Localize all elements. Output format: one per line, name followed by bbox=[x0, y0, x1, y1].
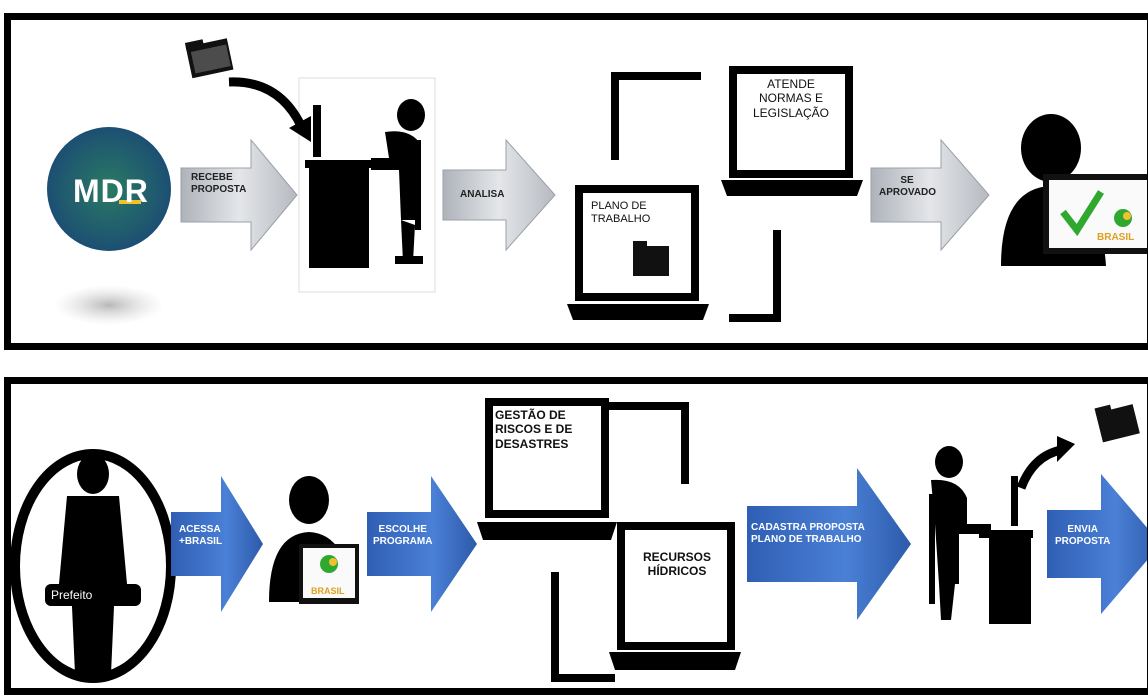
arrow-recebe-proposta bbox=[180, 138, 298, 252]
arrow-se-aprovado bbox=[870, 138, 990, 252]
screen-plano-text: PLANO DE TRABALHO bbox=[591, 200, 651, 226]
folder-icon bbox=[1094, 404, 1140, 443]
logo-shadow bbox=[54, 285, 164, 325]
arrow-recebe-proposta-label: RECEBE PROPOSTA bbox=[191, 172, 247, 195]
check-icon bbox=[1060, 190, 1104, 237]
bottom-flow-graphics bbox=[11, 392, 1147, 688]
top-flow-panel: MDR RECEBE PROPOSTA ANALISA ATENDE NORMA… bbox=[4, 13, 1148, 350]
bottom-flow-panel: Prefeito ACESSA +BRASIL BRASIL ESCOLHE P… bbox=[4, 377, 1148, 695]
prefeito-icon bbox=[11, 449, 176, 683]
arrow-cadastra-proposta-label: CADASTRA PROPOSTA PLANO DE TRABALHO bbox=[751, 522, 865, 545]
arrow-envia-proposta bbox=[1047, 474, 1147, 614]
arrow-analisa bbox=[442, 138, 556, 252]
screen-riscos-text: GESTÃO DE RISCOS E DE DESASTRES bbox=[495, 408, 573, 451]
laptops-analysis-icon bbox=[565, 56, 863, 343]
mini-brasil-logo-text: BRASIL bbox=[311, 586, 345, 596]
clerk-send-icon bbox=[919, 440, 1033, 632]
curved-arrow-icon bbox=[228, 77, 308, 132]
arrow-acessa-brasil-label: ACESSA +BRASIL bbox=[179, 524, 223, 547]
folder-icon bbox=[184, 38, 234, 79]
user-brasil-icon bbox=[265, 472, 361, 610]
arrow-se-aprovado-label: SE APROVADO bbox=[879, 175, 937, 198]
arrow-envia-proposta-label: ENVIA PROPOSTA bbox=[1055, 524, 1111, 547]
arrow-escolhe-programa-label: ESCOLHE PROGRAMA bbox=[373, 524, 433, 547]
screen-recursos-text: RECURSOS HÍDRICOS bbox=[642, 550, 711, 579]
mini-brasil-logo-text: BRASIL bbox=[1097, 232, 1135, 243]
approved-user-icon bbox=[997, 108, 1147, 278]
top-flow-graphics bbox=[47, 38, 1147, 343]
clerk-desk-icon bbox=[298, 77, 436, 293]
arrow-escolhe-programa bbox=[367, 476, 477, 612]
mdr-logo bbox=[47, 127, 171, 251]
laptops-programs-icon bbox=[477, 392, 741, 688]
arrow-acessa-brasil bbox=[171, 476, 263, 612]
arrow-cadastra-proposta bbox=[747, 468, 911, 620]
screen-normas-text: ATENDE NORMAS E LEGISLAÇÃO bbox=[752, 77, 830, 120]
send-arrow-icon bbox=[1016, 445, 1063, 490]
prefeito-label: Prefeito bbox=[51, 588, 93, 602]
arrow-analisa-label: ANALISA bbox=[460, 189, 505, 200]
mdr-logo-text: MDR bbox=[73, 173, 149, 209]
